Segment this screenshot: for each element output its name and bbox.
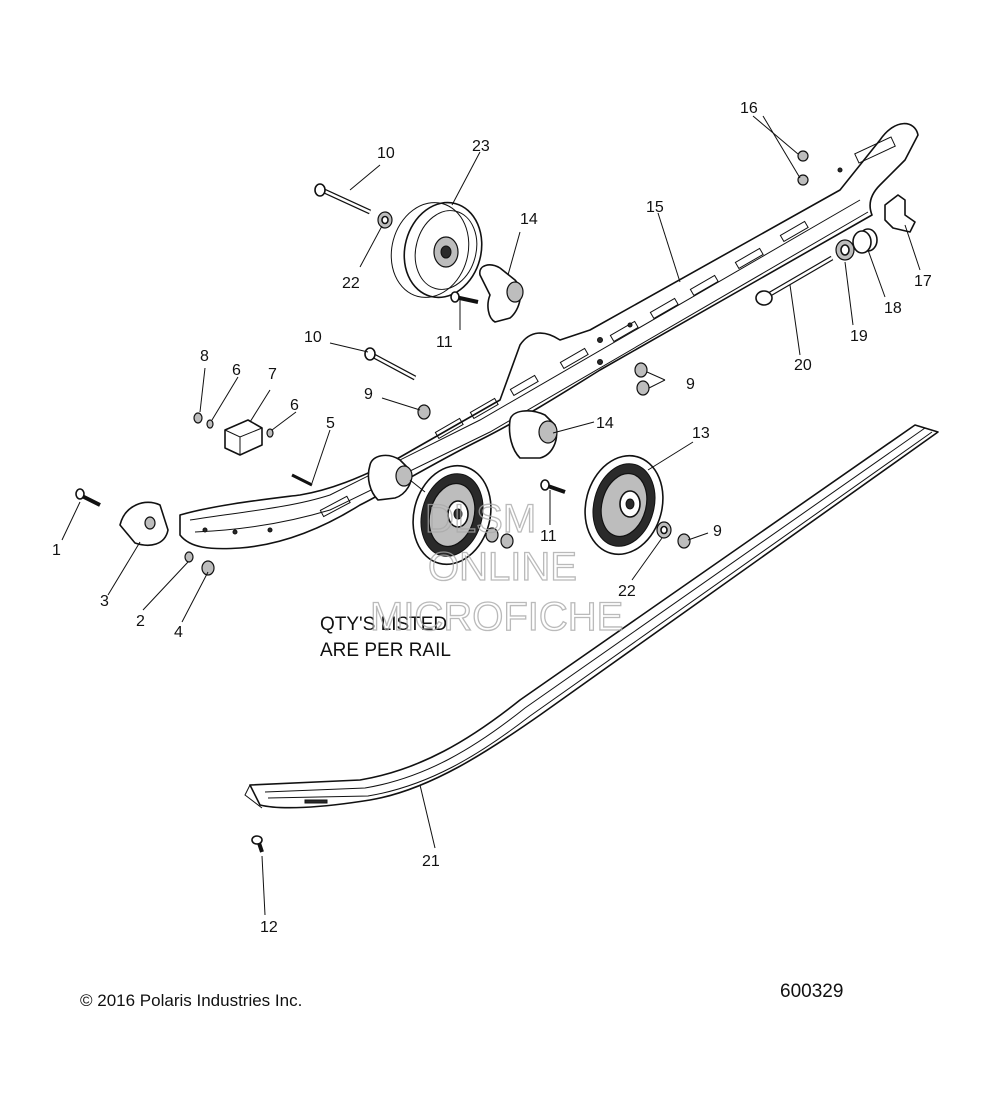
slide-block [224, 419, 263, 456]
small-hardware [184, 150, 809, 576]
watermark-line1: DLSM [425, 497, 536, 541]
callout-10b: 10 [304, 329, 322, 346]
rail-assembly [179, 122, 919, 550]
bolt-11-lower [540, 479, 566, 494]
callout-18: 18 [884, 300, 902, 317]
bolt-20 [755, 255, 834, 306]
callout-7: 7 [268, 366, 277, 383]
callouts: 1 2 3 4 5 6 6 7 8 9 9 9 10 10 11 11 12 1… [52, 100, 932, 936]
callout-11a: 11 [436, 334, 453, 351]
axle-bracket-upper [479, 264, 524, 323]
callout-6b: 6 [290, 397, 299, 414]
idler-wheel-left [412, 464, 492, 566]
leader-lines [61, 115, 921, 916]
idler-wheel-upper [390, 201, 483, 299]
callout-3: 3 [100, 593, 109, 610]
callout-11b: 11 [540, 528, 557, 545]
callout-8: 8 [200, 348, 209, 365]
callout-15: 15 [646, 199, 664, 216]
callout-22a: 22 [618, 583, 636, 600]
callout-9b: 9 [686, 376, 695, 393]
bushing-18 [852, 228, 878, 254]
axle-bracket-left [367, 454, 426, 501]
callout-12: 12 [260, 919, 278, 936]
callout-23: 23 [472, 138, 490, 155]
diagram-code: 600329 [780, 981, 843, 1002]
callout-2: 2 [136, 613, 145, 630]
callout-21: 21 [422, 853, 440, 870]
rail-end-cap [119, 501, 169, 546]
qty-note-line1: QTY'S LISTED [320, 614, 447, 635]
watermark-line2: ONLINE [428, 545, 577, 589]
callout-6a: 6 [232, 362, 241, 379]
bolt-5 [291, 473, 313, 487]
callout-20: 20 [794, 357, 812, 374]
end-bracket [884, 194, 916, 233]
callout-5: 5 [326, 415, 335, 432]
callout-14a: 14 [520, 211, 538, 228]
bolt-12 [251, 835, 264, 853]
bolt-1 [75, 488, 101, 507]
bolt-10-lower [364, 347, 417, 381]
axle-bracket-lower [508, 410, 558, 459]
callout-19: 19 [850, 328, 868, 345]
callout-1: 1 [52, 542, 61, 559]
callout-22b: 22 [342, 275, 360, 292]
callout-9c: 9 [713, 523, 722, 540]
qty-note-line2: ARE PER RAIL [320, 640, 451, 661]
callout-17: 17 [914, 273, 932, 290]
callout-10a: 10 [377, 145, 395, 162]
callout-13: 13 [692, 425, 710, 442]
callout-4: 4 [174, 624, 183, 641]
idler-wheel-right [584, 454, 664, 556]
copyright: © 2016 Polaris Industries Inc. [80, 991, 302, 1010]
callout-16: 16 [740, 100, 758, 117]
bolt-10-upper [314, 183, 372, 215]
callout-9a: 9 [364, 386, 373, 403]
wear-strip [244, 424, 939, 809]
bushing-19 [835, 239, 855, 261]
bolt-11-upper [450, 291, 479, 304]
callout-14b: 14 [596, 415, 614, 432]
watermark-line3: MICROFICHE [370, 595, 623, 639]
